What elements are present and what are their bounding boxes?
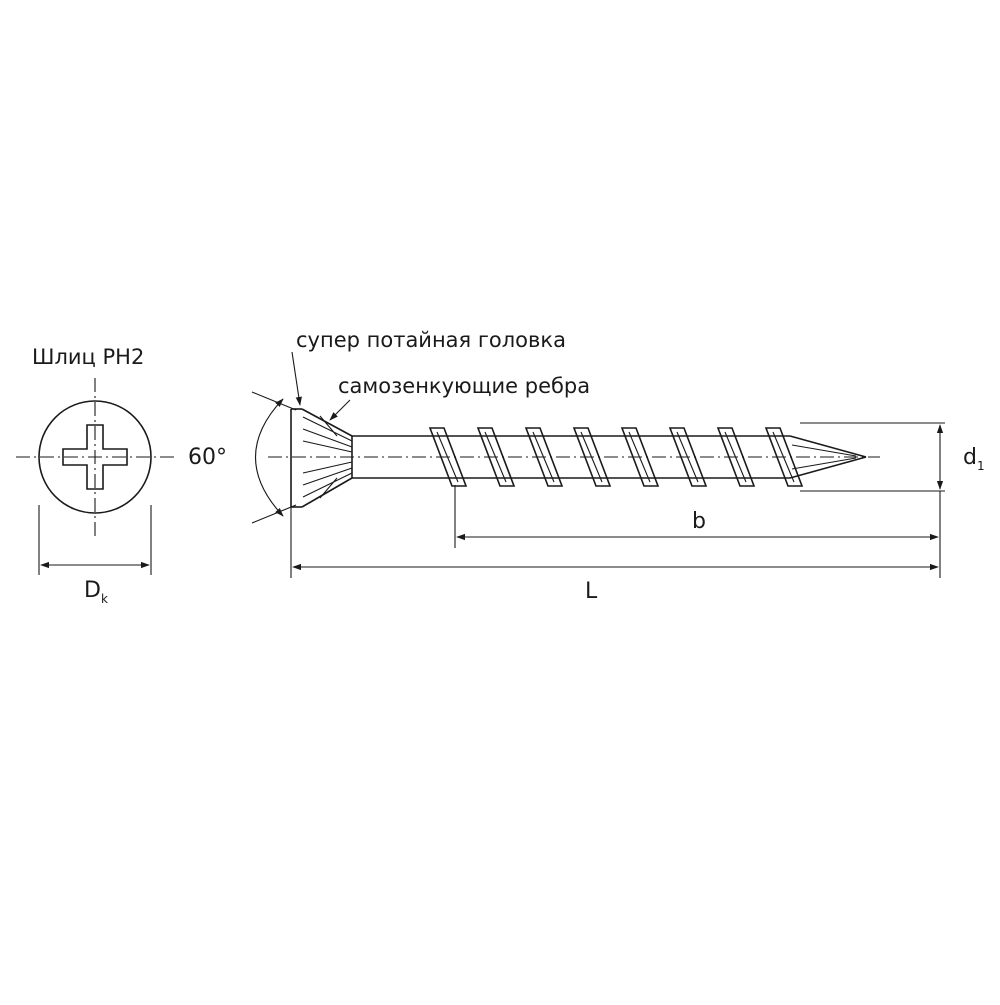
screw-tip <box>789 435 867 479</box>
phillips-recess-icon <box>62 424 128 490</box>
thread-flight-hatch <box>628 431 651 483</box>
head-type-label: супер потайная головка <box>296 328 566 352</box>
countersunk-head <box>290 408 353 508</box>
thread-flight-hatch <box>724 431 747 483</box>
thread-flight <box>620 427 660 487</box>
head-top-view <box>16 378 176 575</box>
thread-flight-hatch <box>484 431 507 483</box>
thread-flight-hatch <box>436 431 459 483</box>
thread-flight-hatch <box>676 431 699 483</box>
thread-flight <box>428 427 468 487</box>
thread-flight <box>668 427 708 487</box>
thread-flight-hatch <box>772 431 795 483</box>
head-type-leader <box>291 351 302 406</box>
countersinking-ribs <box>302 415 353 499</box>
angle-label: 60° <box>188 445 227 470</box>
b-dimension <box>454 485 941 578</box>
thread-flight <box>524 427 564 487</box>
screw-side-view <box>251 351 945 578</box>
shank <box>352 435 436 479</box>
thread-flight-hatch <box>580 431 603 483</box>
slot-label: Шлиц PH2 <box>32 345 144 369</box>
d1-dimension <box>800 422 945 492</box>
dk-label: Dk <box>84 578 108 606</box>
angle-60-marker <box>251 391 297 524</box>
l-dimension <box>290 507 939 578</box>
thread-flight <box>476 427 516 487</box>
l-label: L <box>585 579 598 604</box>
thread-flight <box>572 427 612 487</box>
d1-label: d1 <box>963 445 985 473</box>
head-outline-circle <box>38 400 152 514</box>
thread-flight <box>764 427 804 487</box>
ribs-leader <box>329 399 351 421</box>
thread-flight-hatch <box>532 431 555 483</box>
thread-flight <box>716 427 756 487</box>
ribs-label: самозенкующие ребра <box>338 374 590 398</box>
threaded-section <box>428 427 804 487</box>
b-label: b <box>692 509 706 534</box>
